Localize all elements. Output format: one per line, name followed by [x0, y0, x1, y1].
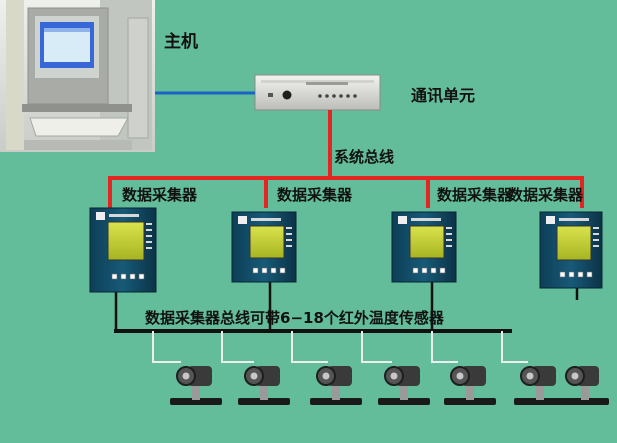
collector-cables	[114, 282, 579, 331]
ir-sensor-device	[378, 366, 430, 405]
ir-sensor-device	[170, 366, 222, 405]
data-collector-device	[89, 207, 157, 293]
data-collector-device	[391, 211, 457, 283]
system-bus-label: 系统总线	[334, 148, 395, 166]
host-computer-image	[0, 0, 155, 152]
comm-unit-device	[254, 74, 381, 111]
data-collector-device	[231, 211, 297, 283]
system-bus-lines	[108, 110, 584, 208]
collector-label: 数据采集器	[122, 186, 198, 204]
sensor-drop-lines	[152, 331, 528, 363]
ir-sensor-device	[310, 366, 362, 405]
collector-label: 数据采集器	[277, 186, 353, 204]
comm-unit-label: 通讯单元	[411, 86, 476, 105]
data-collector-device	[539, 211, 603, 289]
collector-label: 数据采集器	[508, 186, 584, 204]
host-label: 主机	[164, 32, 198, 52]
collector-label: 数据采集器	[437, 186, 513, 204]
ir-sensor-device	[238, 366, 290, 405]
ir-sensor-device	[514, 366, 566, 405]
ir-sensor-device	[563, 366, 609, 405]
sensor-bus-note: 数据采集器总线可带6−18个红外温度传感器	[145, 309, 444, 327]
ir-sensor-device	[444, 366, 496, 405]
